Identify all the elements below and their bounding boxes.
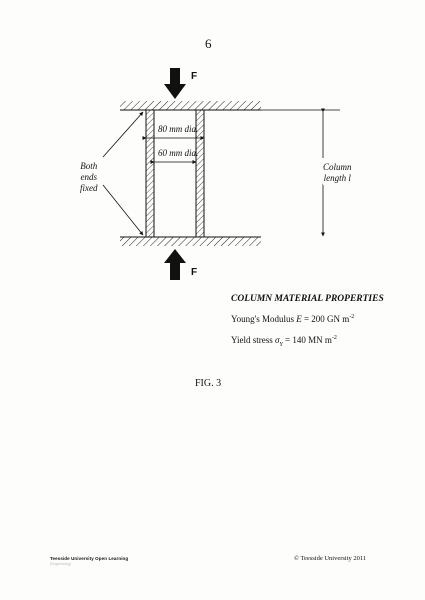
yield-stress-label: Yield stress xyxy=(231,335,273,345)
yield-stress-value: = 140 MN m xyxy=(285,335,332,345)
page-number: 6 xyxy=(205,36,212,51)
yield-stress-subscript: Y xyxy=(279,341,283,348)
force-label-bottom: F xyxy=(191,267,198,278)
both-ends-fixed-line-1: Both xyxy=(80,161,98,171)
footer-copyright: © Teesside University 2011 xyxy=(294,555,367,562)
outer-diameter-label: 80 mm dia. xyxy=(158,124,199,134)
both-ends-fixed-line-2: ends xyxy=(80,172,98,182)
yield-stress-sigma: σ xyxy=(275,335,280,345)
column-length-line-1: Column xyxy=(323,162,352,172)
youngs-modulus-value: = 200 GN m xyxy=(303,314,350,324)
bottom-force-arrow xyxy=(164,249,186,280)
both-ends-fixed-label: Both ends fixed xyxy=(80,161,98,194)
yield-stress-row: Yield stress σY = 140 MN m-2 xyxy=(231,335,337,348)
figure-caption: FIG. 3 xyxy=(195,378,222,389)
material-properties-heading: COLUMN MATERIAL PROPERTIES xyxy=(231,294,384,304)
footer-institution-sub: (Engineering) xyxy=(50,562,72,566)
yield-stress-exponent: -2 xyxy=(331,335,337,341)
youngs-modulus-exponent: -2 xyxy=(349,314,355,320)
column-length-line-2: length l xyxy=(323,173,351,183)
column-left-wall xyxy=(145,109,155,238)
force-label-top: F xyxy=(191,71,198,82)
inner-diameter-label: 60 mm dia. xyxy=(158,148,199,158)
bottom-fixed-support xyxy=(120,236,261,246)
youngs-modulus-symbol: E xyxy=(296,314,302,324)
yield-stress-symbol: σY xyxy=(275,335,283,348)
column-right-wall xyxy=(195,109,205,238)
youngs-modulus-label: Young's Modulus xyxy=(231,314,294,324)
both-ends-fixed-line-3: fixed xyxy=(80,183,98,193)
youngs-modulus-row: Young's Modulus E = 200 GN m-2 xyxy=(231,314,354,324)
both-ends-fixed-leaders xyxy=(102,111,144,236)
column-length-label: Column length l xyxy=(323,161,352,185)
column-length-dimension xyxy=(204,108,340,237)
footer-institution: Teesside University Open Learning xyxy=(50,556,129,561)
top-fixed-support xyxy=(120,101,261,111)
top-force-arrow xyxy=(164,68,186,99)
